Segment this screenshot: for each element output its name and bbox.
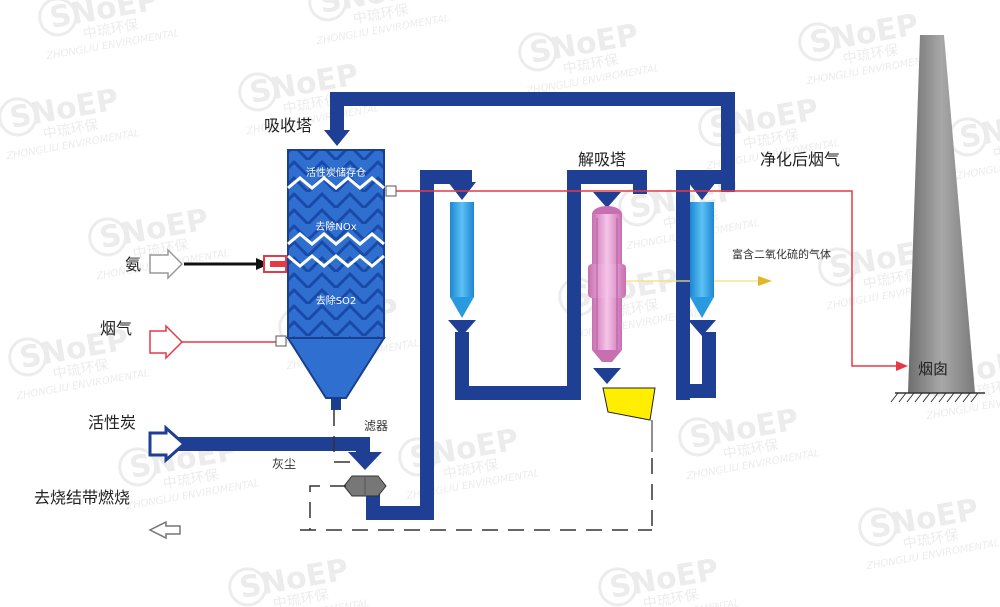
absorber-tower: 活性炭储存仓 去除NOx 去除SO2 [286, 149, 386, 410]
nox-removal-label: 去除NOx [315, 220, 356, 233]
carbon-circulation-pipes [160, 92, 735, 520]
chimney-inlet-arrow [896, 361, 908, 371]
activated-carbon-label: 活性炭 [88, 413, 136, 432]
storage-bin-label: 活性炭储存仓 [306, 166, 366, 179]
ash-discharge-line [300, 410, 653, 531]
clean-gas-label: 净化后烟气 [760, 150, 840, 169]
desorber-tower [588, 206, 626, 362]
ammonia-label: 氨 [125, 255, 141, 274]
vibrating-screen [602, 387, 656, 452]
ammonia-injection [149, 248, 287, 280]
so2-rich-gas-label: 富含二氧化硫的气体 [732, 247, 831, 261]
sintering-label: 去烧结带燃烧 [34, 488, 130, 507]
so2-removal-label: 去除SO2 [316, 294, 357, 307]
flue-gas-inlet [149, 324, 287, 360]
flue-gas-label: 烟气 [100, 319, 132, 338]
sintering-arrow [148, 520, 181, 540]
heat-exchanger-left [450, 202, 474, 318]
so2-gas-line [618, 276, 772, 286]
pipe-arrows [324, 130, 716, 470]
heat-exchanger-right [690, 202, 714, 318]
activated-carbon-inlet-arrow [148, 424, 187, 464]
clean-gas-line [385, 185, 906, 367]
desorber-label: 解吸塔 [578, 150, 626, 169]
chimney-label: 烟囱 [918, 360, 948, 378]
watermark-cn: 中琉环保 [992, 137, 1000, 162]
filter-valve [343, 475, 387, 497]
ash-label: 灰尘 [272, 457, 296, 471]
chimney [890, 35, 985, 403]
filter-label: 滤器 [364, 419, 388, 433]
absorber-label: 吸收塔 [264, 116, 312, 135]
